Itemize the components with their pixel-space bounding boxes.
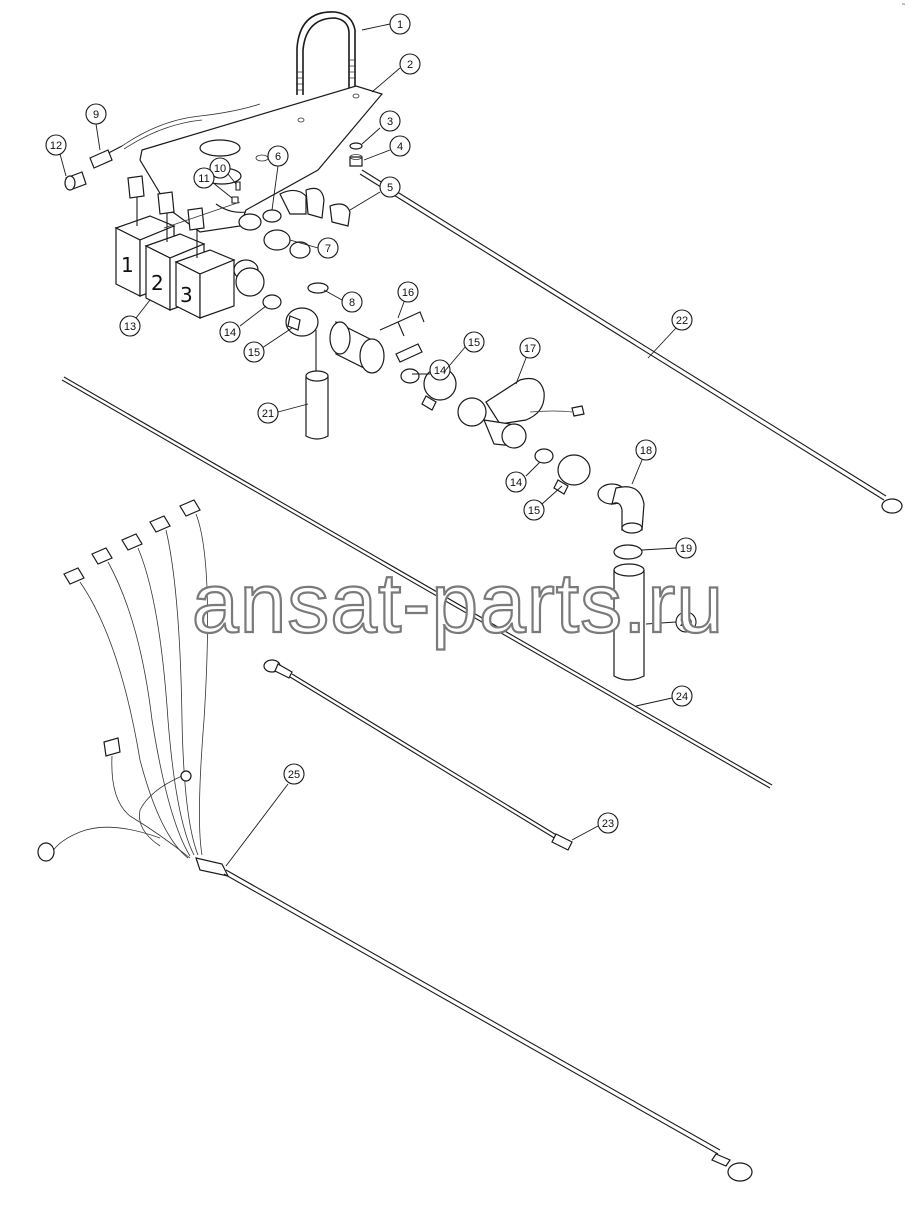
cylinder-16 [329, 311, 425, 374]
switch-label-2: 2 [151, 271, 164, 295]
callout-22: 22 [647, 309, 693, 359]
callout-12: 12 [45, 134, 67, 177]
svg-text:25: 25 [288, 769, 300, 781]
callout-15-b: 15 [443, 331, 485, 373]
callout-5: 5 [349, 176, 401, 211]
svg-text:20: 20 [680, 617, 692, 629]
callout-17: 17 [515, 337, 541, 385]
switch-label-1: 1 [121, 253, 134, 277]
svg-text:9: 9 [93, 109, 99, 121]
callout-23: 23 [571, 812, 619, 841]
callout-14-b: 14 [412, 359, 451, 381]
svg-text:2: 2 [407, 59, 413, 71]
callout-15-a: 15 [243, 327, 293, 363]
svg-text:19: 19 [680, 543, 692, 555]
callout-15-c: 15 [523, 485, 563, 521]
svg-text:10: 10 [214, 163, 226, 175]
callout-24: 24 [635, 685, 693, 707]
callout-6: 6 [267, 145, 289, 211]
svg-text:15: 15 [468, 337, 480, 349]
callout-10: 10 [209, 157, 237, 185]
wiring-harness-25 [37, 499, 753, 1182]
callout-13: 13 [119, 299, 151, 337]
u-bolt [296, 11, 356, 95]
mounting-plate-assembly: 1 2 3 [64, 11, 384, 319]
elbow-18 [597, 483, 645, 534]
cable-23 [263, 659, 573, 851]
callout-11: 11 [193, 167, 233, 199]
svg-text:11: 11 [198, 173, 209, 185]
cable-22 [359, 169, 903, 514]
svg-text:21: 21 [262, 408, 274, 420]
svg-text:13: 13 [124, 321, 136, 333]
callout-21: 21 [257, 402, 309, 424]
svg-text:8: 8 [349, 297, 355, 309]
svg-text:3: 3 [387, 116, 393, 128]
callout-2: 2 [371, 53, 421, 93]
callout-14-a: 14 [219, 305, 267, 343]
svg-text:12: 12 [50, 140, 62, 152]
svg-text:17: 17 [524, 343, 536, 355]
svg-text:6: 6 [275, 151, 281, 163]
svg-text:7: 7 [325, 243, 331, 255]
tube-21 [305, 330, 329, 440]
svg-text:14: 14 [224, 327, 236, 339]
callout-7: 7 [289, 237, 339, 259]
callout-9: 9 [85, 103, 107, 151]
callout-25: 25 [225, 763, 305, 867]
callout-8: 8 [323, 289, 363, 313]
callout-18: 18 [631, 439, 657, 485]
elbow-fittings [215, 187, 351, 297]
cable-24 [61, 376, 773, 789]
svg-text:4: 4 [397, 141, 403, 153]
svg-text:5: 5 [387, 182, 393, 194]
callout-1: 1 [361, 13, 411, 35]
svg-text:14: 14 [434, 365, 446, 377]
svg-text:24: 24 [676, 691, 688, 703]
callout-14-c: 14 [505, 461, 541, 493]
tube-20 [613, 544, 645, 681]
svg-text:16: 16 [402, 287, 414, 299]
svg-text:23: 23 [602, 818, 614, 830]
callout-16: 16 [397, 281, 419, 319]
callout-labels: 1 2 3 4 5 6 7 8 [45, 13, 697, 867]
callout-4: 4 [363, 135, 411, 161]
svg-text:15: 15 [248, 347, 260, 359]
corner-mark: ˜ [901, 2, 906, 12]
svg-text:15: 15 [528, 505, 540, 517]
svg-text:18: 18 [640, 445, 652, 457]
washer-and-nut [349, 142, 363, 167]
watermark-text: ansat-parts.ru [192, 556, 724, 650]
svg-text:14: 14 [510, 477, 522, 489]
toggle-switch-assembly [64, 103, 261, 191]
callout-20: 20 [645, 611, 697, 633]
callout-3: 3 [361, 110, 401, 145]
diffuser-17 [457, 377, 585, 449]
svg-text:1: 1 [397, 19, 403, 31]
svg-text:22: 22 [676, 315, 688, 327]
switch-label-3: 3 [180, 283, 193, 307]
callout-19: 19 [641, 537, 697, 559]
switch-block: 1 2 3 [114, 175, 241, 319]
